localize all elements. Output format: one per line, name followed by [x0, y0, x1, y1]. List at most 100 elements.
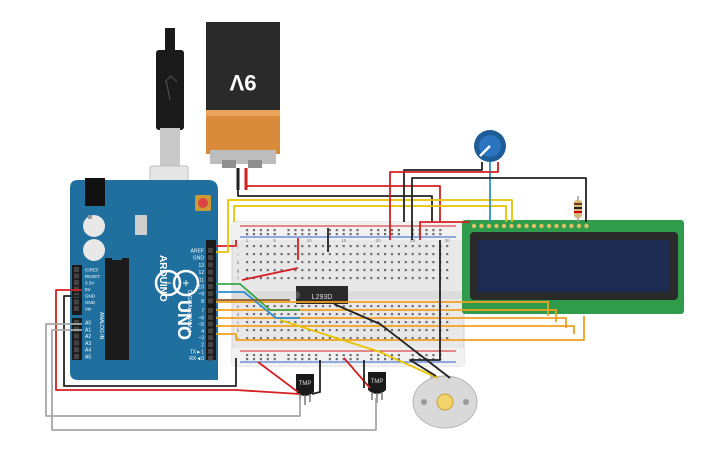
- bb-col-number: 10: [307, 238, 313, 243]
- lcd-pin[interactable]: [576, 223, 582, 229]
- temp-sensor-1-label: TMP: [299, 381, 312, 387]
- svg-text:+: +: [182, 276, 189, 290]
- arduino-pin-label: AREF: [191, 249, 204, 255]
- lcd-pin[interactable]: [554, 223, 559, 229]
- temp-sensor-2[interactable]: TMP: [368, 372, 386, 403]
- arduino-analog-label: ANALOG IN: [98, 312, 104, 340]
- bb-row-letter: e: [237, 304, 240, 309]
- dc-motor[interactable]: [412, 375, 478, 429]
- wire-5v-rail[interactable]: [216, 240, 237, 247]
- bb-row-letter: c: [237, 320, 240, 325]
- arduino-pin-label: ~5: [198, 322, 204, 328]
- battery-9v[interactable]: 9V: [206, 22, 280, 168]
- arduino-uno[interactable]: − + ARDUINO UNO DIGITAL (PWM~) ANALOG IN…: [70, 178, 218, 380]
- arduino-pin-label: ~6: [198, 315, 204, 321]
- arduino-pin-label: ~3: [198, 336, 204, 342]
- wire-motor-black[interactable]: [409, 240, 441, 377]
- arduino-pin-label: 2: [201, 343, 204, 349]
- potentiometer[interactable]: [474, 130, 506, 162]
- wire-battery-red[interactable]: [245, 185, 441, 222]
- lcd-16x2[interactable]: [462, 220, 684, 314]
- arduino-pin-label: 8: [201, 299, 204, 305]
- wire-red-mid[interactable]: [241, 267, 299, 281]
- temp-sensor-2-label: TMP: [371, 379, 384, 385]
- lcd-pin[interactable]: [516, 223, 522, 229]
- arduino-pin-label: A3: [85, 341, 91, 347]
- motor-driver-ic[interactable]: L293D: [296, 286, 348, 304]
- wire-gray-a1[interactable]: [51, 329, 377, 431]
- wire-green[interactable]: [216, 283, 300, 311]
- arduino-pin-label: A1: [85, 327, 91, 333]
- bb-row-letter: a: [237, 336, 240, 341]
- wire-pot-black-1[interactable]: [403, 162, 483, 222]
- wire-lcd-data-2[interactable]: [216, 309, 557, 322]
- arduino-pin-label: ~11: [196, 277, 204, 283]
- lcd-pin[interactable]: [539, 223, 544, 229]
- bb-col-number: 30: [445, 238, 451, 243]
- wire-yellow-top[interactable]: [216, 199, 513, 253]
- wire-gnd-left[interactable]: [63, 295, 237, 387]
- lcd-pin[interactable]: [479, 223, 484, 229]
- arduino-pin-label: 7: [201, 309, 204, 315]
- arduino-pin-label: TX►1: [190, 349, 204, 355]
- arduino-pin-label: 13: [198, 263, 204, 269]
- wire-blue[interactable]: [216, 291, 300, 319]
- bb-row-letter: d: [237, 312, 240, 317]
- lcd-pin[interactable]: [486, 223, 492, 229]
- battery-label: 9V: [229, 70, 256, 95]
- arduino-pin-label: A5: [85, 355, 91, 361]
- arduino-pin-label: A0: [85, 321, 91, 327]
- arduino-pin-label: RX◄0: [189, 356, 204, 362]
- wire-lcd-data-5[interactable]: [216, 316, 585, 341]
- wire-red-left[interactable]: [55, 289, 301, 395]
- bb-col-number: 5: [273, 238, 276, 243]
- arduino-pin-label: GND: [193, 256, 205, 262]
- arduino-pin-label: RESET: [85, 274, 100, 279]
- wire-pot-red[interactable]: [389, 162, 499, 240]
- bb-col-number: 15: [341, 238, 347, 243]
- lcd-pin[interactable]: [546, 223, 552, 229]
- wire-battery-black[interactable]: [237, 190, 433, 222]
- bb-row-letter: j: [237, 244, 239, 249]
- bb-col-number: 1: [246, 238, 249, 243]
- bb-row-letter: b: [237, 328, 240, 333]
- bb-col-number: 20: [376, 238, 382, 243]
- arduino-pin-label: Vin: [85, 307, 92, 312]
- ic-label: L293D: [312, 294, 333, 301]
- lcd-pin[interactable]: [584, 223, 589, 229]
- arduino-brand: ARDUINO: [157, 255, 168, 302]
- lcd-pin[interactable]: [524, 223, 529, 229]
- lcd-pin[interactable]: [569, 223, 574, 229]
- lcd-pin[interactable]: [531, 223, 537, 229]
- wire-lcd-data-1[interactable]: [216, 301, 549, 316]
- lcd-pin[interactable]: [494, 223, 499, 229]
- wire-sensor1-red[interactable]: [257, 361, 299, 393]
- arduino-pin-label: 4: [201, 329, 204, 335]
- wire-sensor1-black[interactable]: [311, 360, 321, 395]
- lcd-pin[interactable]: [471, 223, 477, 229]
- wire-gray-a0[interactable]: [45, 323, 301, 417]
- temp-sensor-1[interactable]: TMP: [296, 374, 314, 405]
- bb-col-number: 25: [410, 238, 416, 243]
- wire-yellow-top2[interactable]: [233, 205, 507, 222]
- arduino-pin-label: 3.3V: [85, 281, 94, 286]
- wire-sensor2-red[interactable]: [343, 357, 371, 389]
- arduino-pin-label: ~9: [198, 292, 204, 298]
- arduino-pin-label: GND: [85, 294, 96, 299]
- wire-lcd-black[interactable]: [411, 177, 587, 240]
- lcd-pin[interactable]: [561, 223, 567, 229]
- wire-lcd-data-4[interactable]: [216, 325, 575, 334]
- arduino-pin-label: 12: [198, 270, 204, 276]
- resistor[interactable]: [574, 196, 582, 222]
- lcd-pin[interactable]: [501, 223, 507, 229]
- arduino-pin-label: A2: [85, 334, 91, 340]
- arduino-model: UNO: [174, 300, 194, 340]
- wire-lcd-red[interactable]: [419, 221, 470, 240]
- svg-text:−: −: [164, 276, 171, 290]
- arduino-digital-label: DIGITAL (PWM~): [186, 290, 192, 333]
- wire-lcd-data-3[interactable]: [216, 317, 567, 328]
- wire-ic-yellow[interactable]: [279, 319, 439, 379]
- bb-row-letter: g: [237, 268, 240, 273]
- lcd-pin[interactable]: [509, 223, 514, 229]
